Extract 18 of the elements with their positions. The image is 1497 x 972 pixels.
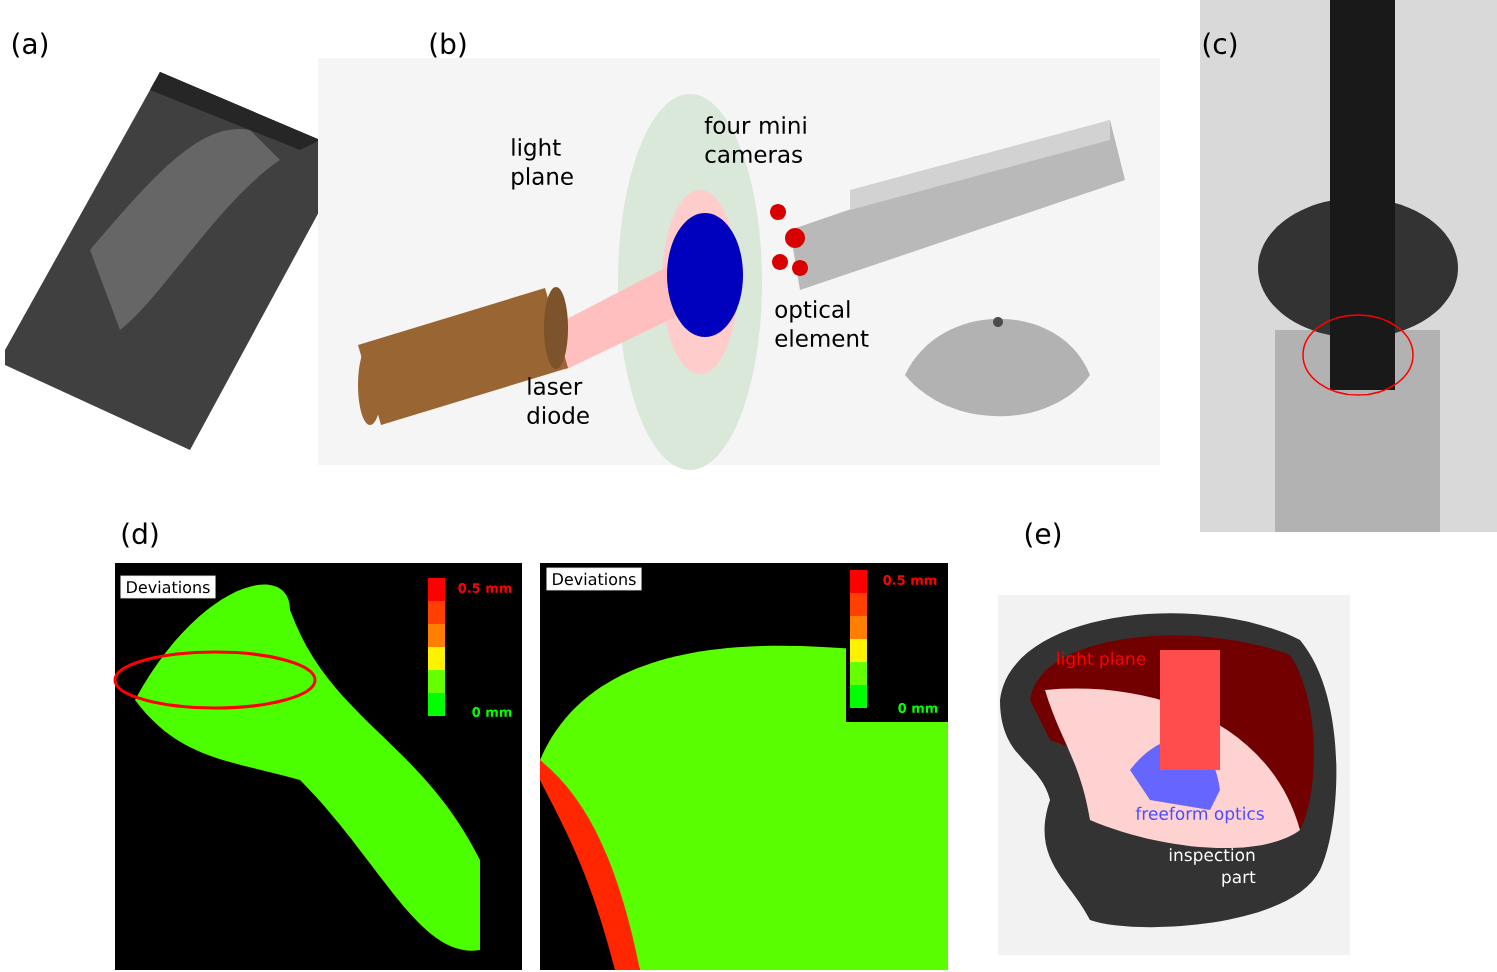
part-label: optical element bbox=[775, 300, 869, 347]
scale-label: 0.5 mm bbox=[458, 583, 512, 593]
panel-label: (d) bbox=[122, 522, 158, 548]
scale-label: 0.5 mm bbox=[883, 575, 937, 585]
part-label: light plane bbox=[1057, 651, 1146, 669]
panel-label: (e) bbox=[1025, 522, 1061, 548]
part-label: light plane bbox=[512, 138, 573, 190]
panel-label: (b) bbox=[430, 32, 466, 58]
part-label: laser diode bbox=[527, 377, 589, 424]
scale-label: 0 mm bbox=[898, 703, 938, 713]
part-label: inspection part bbox=[1169, 848, 1256, 887]
part-label: freeform optics bbox=[1135, 806, 1264, 824]
panel-label: (a) bbox=[12, 32, 48, 58]
label-box: Deviations bbox=[546, 567, 642, 591]
label-box: Deviations bbox=[120, 575, 216, 599]
part-label: four mini cameras bbox=[704, 116, 806, 163]
panel-label: (c) bbox=[1203, 32, 1237, 58]
scale-label: 0 mm bbox=[472, 707, 512, 717]
